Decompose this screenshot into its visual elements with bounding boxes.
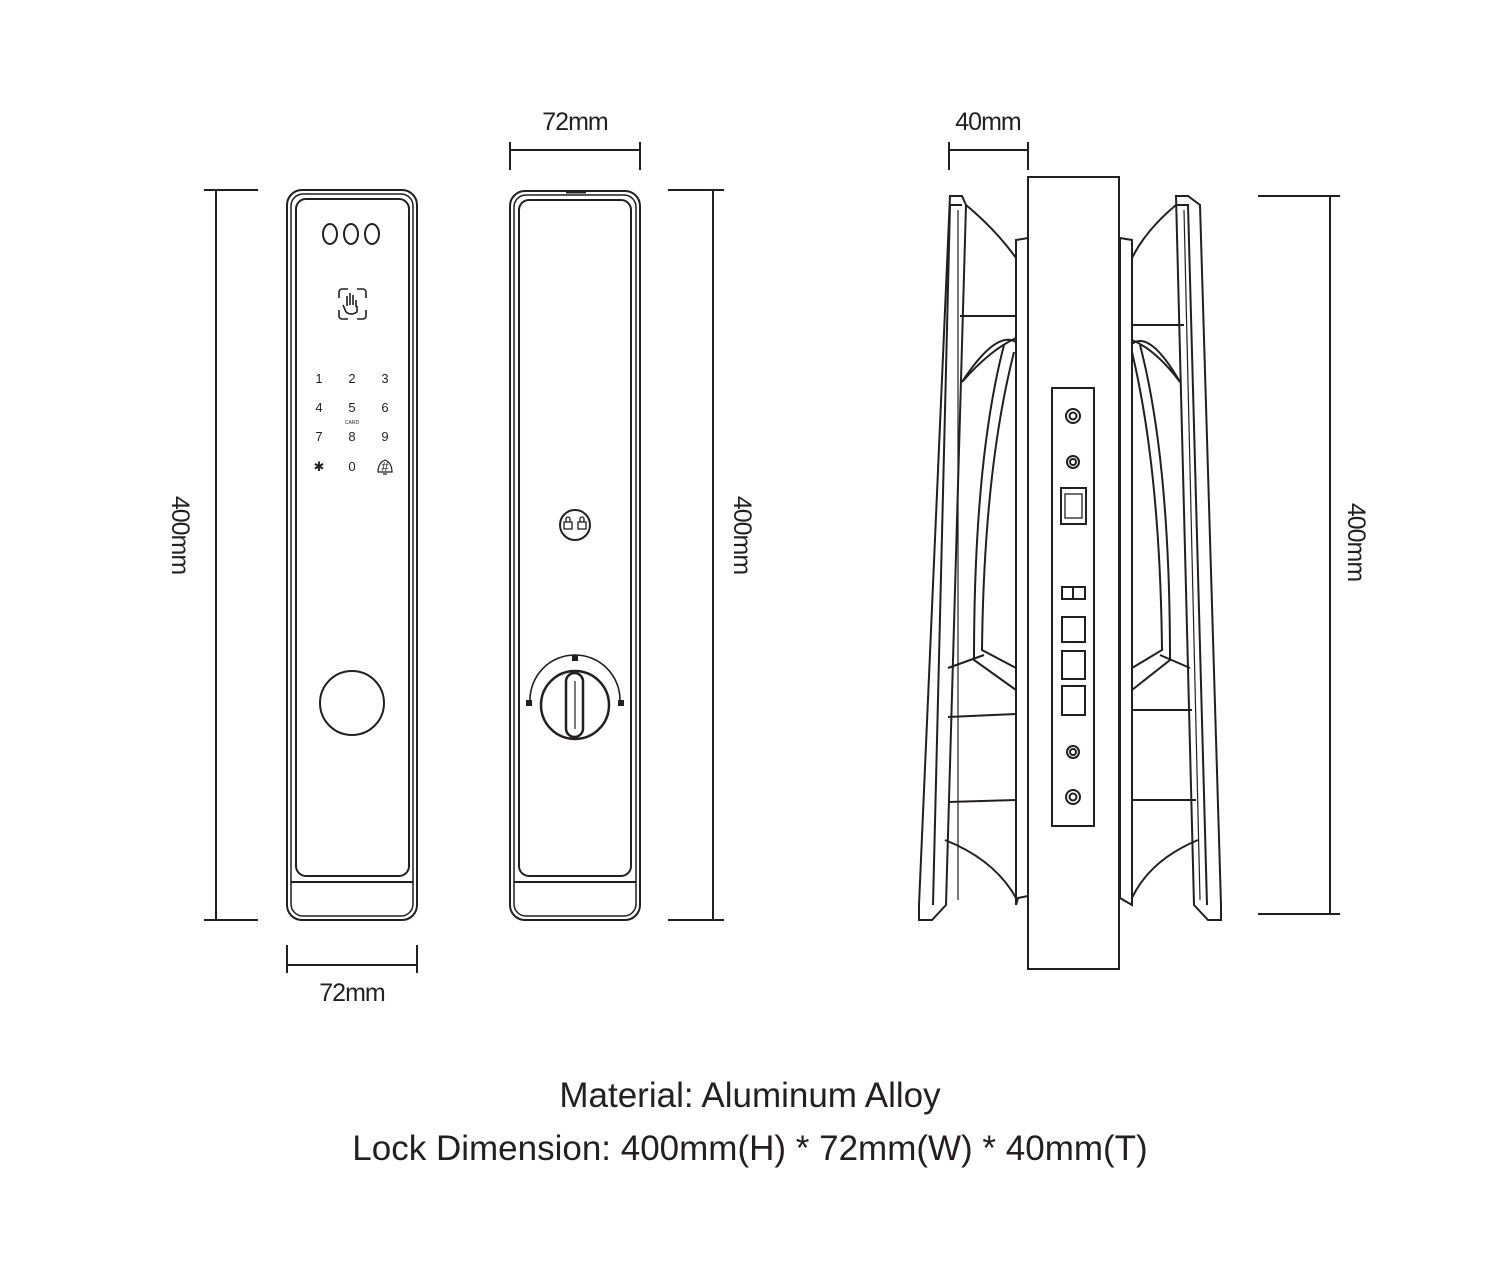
- back-height-label: 400mm: [728, 496, 756, 575]
- key-7[interactable]: 7: [315, 429, 322, 444]
- lock-icon: [563, 521, 573, 530]
- key-3[interactable]: 3: [381, 371, 388, 386]
- lock-button[interactable]: [559, 509, 591, 541]
- mortise-faceplate: [1051, 387, 1095, 827]
- lock-icon: [577, 521, 587, 530]
- back-width-label: 72mm: [542, 108, 608, 136]
- front-display: [322, 223, 380, 245]
- fingerprint-sensor[interactable]: [319, 670, 385, 736]
- front-height-label: 400mm: [166, 496, 194, 575]
- key-0[interactable]: 0: [348, 459, 355, 474]
- card-label: CARD: [345, 420, 360, 426]
- back-view: 72mm 400mm: [509, 108, 756, 921]
- key-8[interactable]: 8: [348, 429, 355, 444]
- key-1[interactable]: 1: [315, 371, 322, 386]
- key-9[interactable]: 9: [381, 429, 388, 444]
- back-height-dimension: 400mm: [668, 189, 756, 921]
- key-6[interactable]: 6: [381, 400, 388, 415]
- display-digit: [364, 223, 380, 245]
- display-digit: [322, 223, 338, 245]
- thumb-turn-knob[interactable]: [526, 654, 624, 741]
- doorbell-icon: [377, 459, 393, 475]
- key-2[interactable]: 2: [348, 371, 355, 386]
- lock-dimension-caption: Lock Dimension: 400mm(H) * 72mm(W) * 40m…: [352, 1129, 1148, 1168]
- front-height-dimension: 400mm: [166, 189, 258, 921]
- back-panel: [518, 199, 632, 877]
- key-4[interactable]: 4: [315, 400, 322, 415]
- front-width-label: 72mm: [319, 979, 385, 1007]
- front-inner-bezel: [290, 193, 414, 917]
- front-keypad: 1 2 3 4 5 6 CARD 7 8 9 ✱ 0 #: [314, 371, 390, 474]
- side-thickness-dimension: 40mm: [948, 108, 1029, 170]
- key-5[interactable]: 5: [348, 400, 355, 415]
- locked-indicator-icon: [526, 700, 532, 706]
- back-inner-bezel: [513, 194, 637, 917]
- unlocked-indicator-icon: [572, 655, 578, 661]
- right-handle-profile: [1119, 195, 1222, 921]
- display-digit: [343, 223, 359, 245]
- side-view: 40mm 400mm: [918, 108, 1370, 970]
- side-height-dimension: 400mm: [1258, 195, 1370, 915]
- back-outer-body: [509, 190, 641, 921]
- key-hash[interactable]: #: [381, 459, 389, 474]
- side-height-label: 400mm: [1342, 503, 1370, 582]
- key-star[interactable]: ✱: [314, 459, 325, 474]
- material-caption: Material: Aluminum Alloy: [559, 1076, 941, 1115]
- left-handle-profile: [918, 195, 1029, 921]
- front-width-dimension: 72mm: [286, 945, 418, 1007]
- front-view: 400mm 72mm 1 2: [166, 189, 418, 1007]
- front-panel: [295, 198, 410, 877]
- palm-recognition-icon: [338, 288, 367, 320]
- latch-bolt: [1060, 487, 1087, 525]
- side-thickness-label: 40mm: [955, 108, 1021, 136]
- locked-indicator-icon: [618, 700, 624, 706]
- front-outer-body: [286, 189, 418, 921]
- back-width-dimension: 72mm: [509, 108, 641, 170]
- door-slab: [1027, 176, 1120, 970]
